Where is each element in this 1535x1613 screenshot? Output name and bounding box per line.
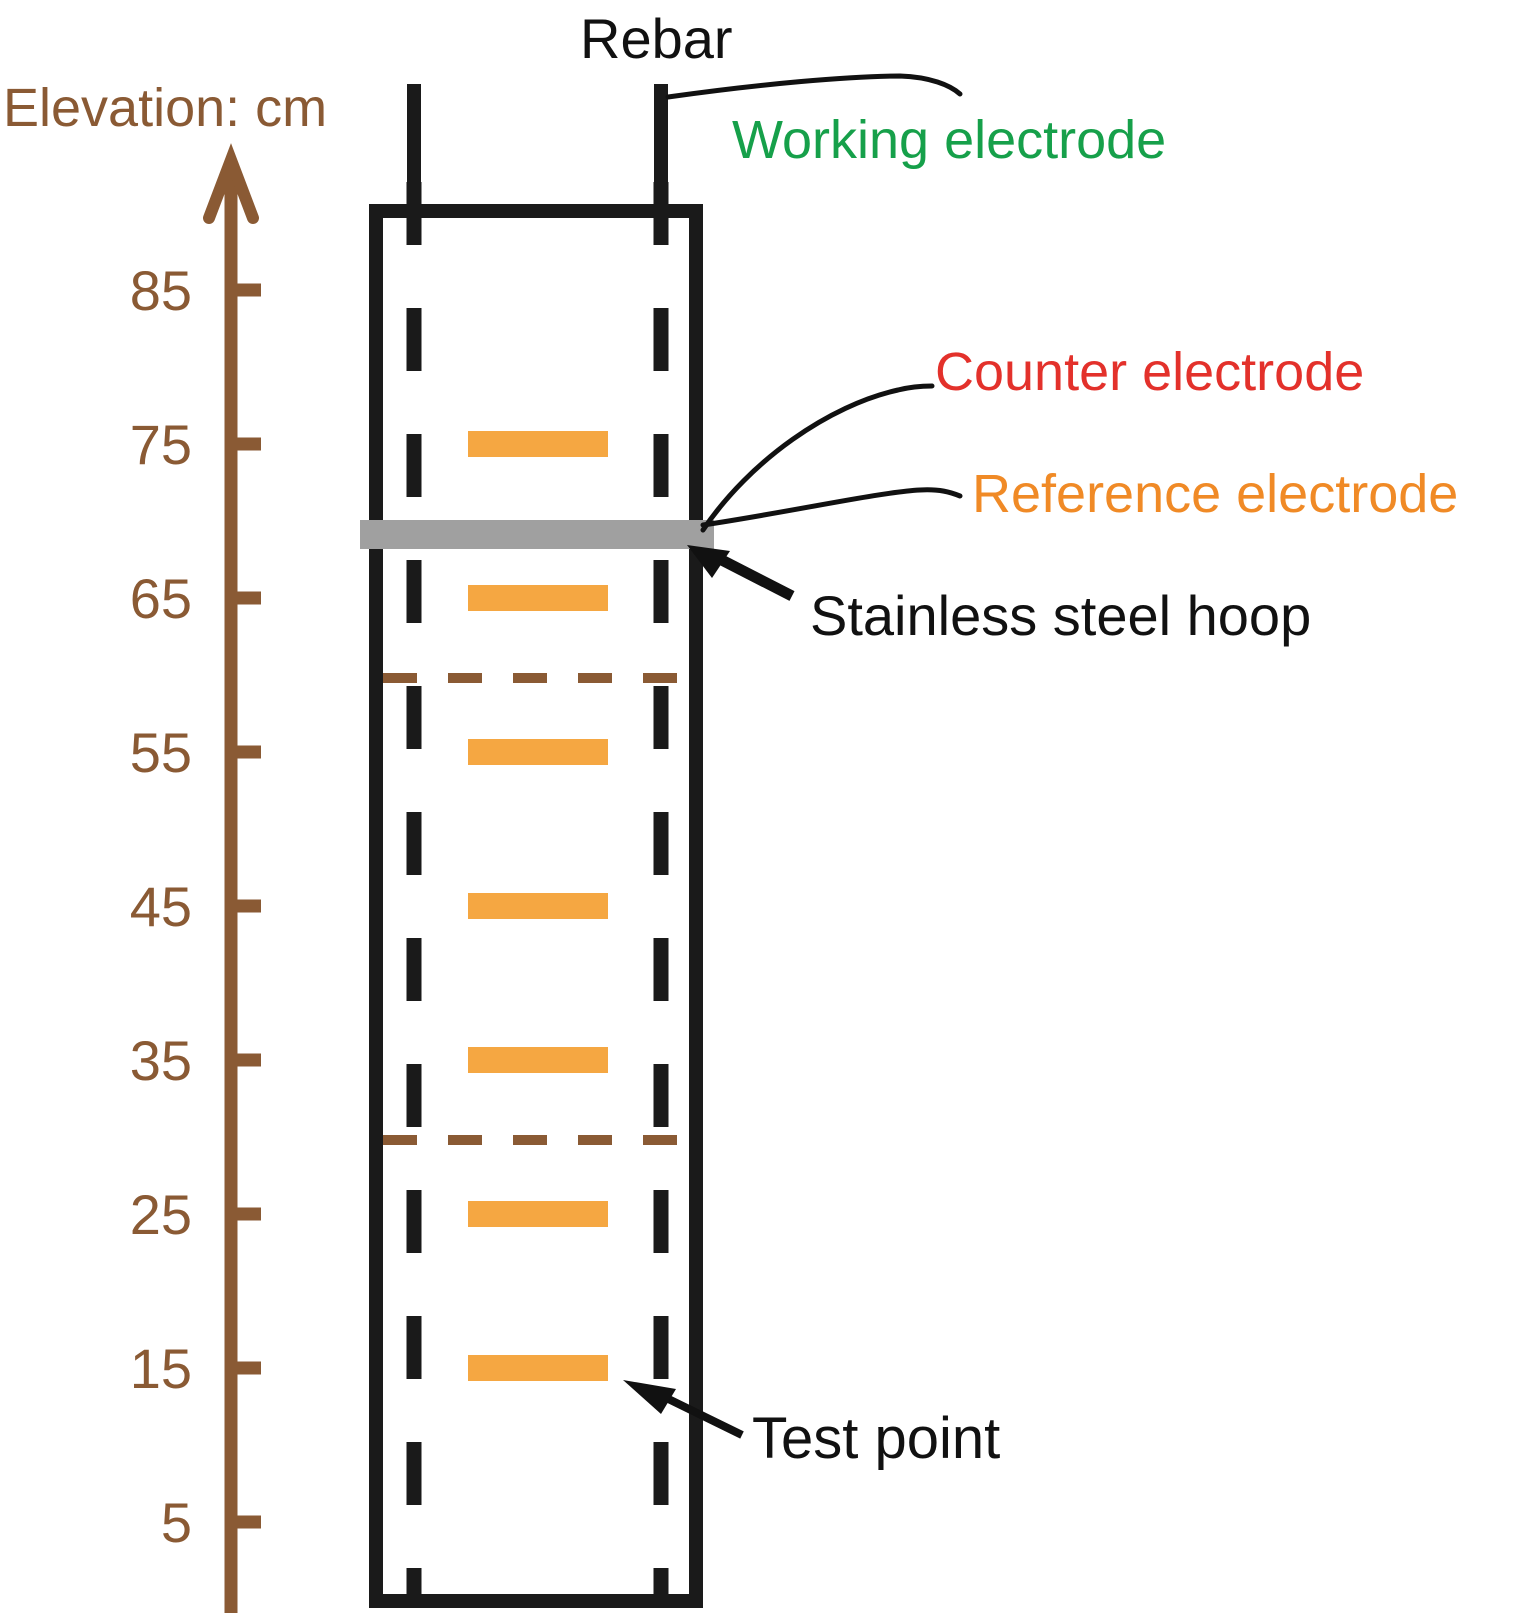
reference-electrode-leader	[700, 487, 963, 528]
section-dividers	[383, 673, 678, 1145]
test-point-marker	[468, 585, 608, 611]
axis-tick-label: 15	[130, 1337, 192, 1400]
specimen-column	[369, 204, 703, 1608]
working-electrode-label: Working electrode	[732, 110, 1166, 170]
rebars	[406, 84, 669, 1594]
test-point-arrow-head	[623, 1380, 676, 1414]
axis-tick-label: 75	[130, 413, 192, 476]
axis-title: Elevation: cm	[3, 78, 327, 138]
axis-tick-label: 35	[130, 1029, 192, 1092]
test-point-label: Test point	[752, 1406, 1000, 1471]
hoop-arrow-shaft	[709, 550, 795, 601]
working-electrode-leader	[665, 73, 963, 100]
rebar-label: Rebar	[580, 7, 733, 70]
leader-lines	[623, 73, 963, 1439]
test-point-marker	[468, 1047, 608, 1073]
axis-tick-label: 45	[130, 875, 192, 938]
axis-tick-label: 5	[161, 1491, 192, 1554]
counter-electrode-label: Counter electrode	[935, 342, 1364, 402]
test-point-marker	[468, 893, 608, 919]
counter-electrode-leader	[700, 383, 935, 533]
stainless-steel-hoop-label: Stainless steel hoop	[810, 584, 1311, 647]
axis-tick-label: 85	[130, 259, 192, 322]
reference-electrode-label: Reference electrode	[972, 464, 1458, 524]
test-points	[468, 431, 608, 1381]
axis-arrow-icon	[203, 143, 259, 224]
axis-ticks: 85 75 65 55 45 35 25 15 5	[130, 259, 261, 1554]
test-point-marker	[468, 1355, 608, 1381]
axis-tick-label: 65	[130, 567, 192, 630]
hoop-arrow-head	[687, 545, 730, 578]
axis-tick-label: 55	[130, 721, 192, 784]
test-point-marker	[468, 431, 608, 457]
elevation-axis: 85 75 65 55 45 35 25 15 5 Elevation: cm	[3, 78, 327, 1613]
test-point-marker	[468, 739, 608, 765]
stainless-steel-hoop	[360, 520, 714, 549]
axis-tick-label: 25	[130, 1183, 192, 1246]
test-point-marker	[468, 1201, 608, 1227]
